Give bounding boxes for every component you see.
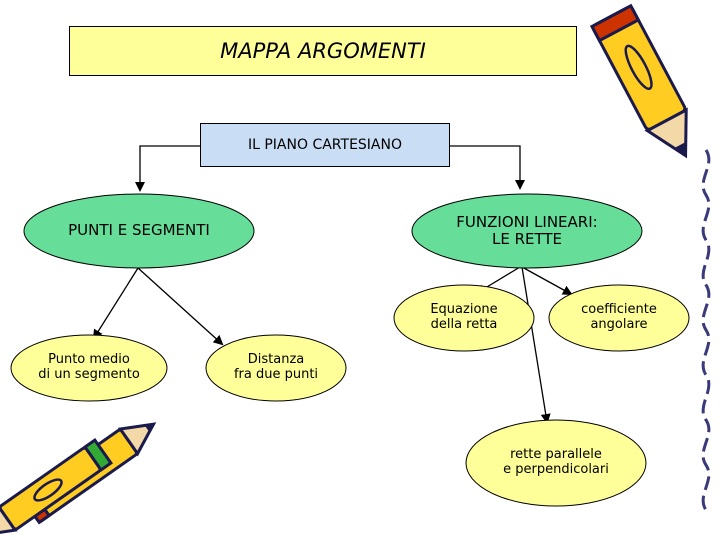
- root-node: IL PIANO CARTESIANO: [200, 123, 450, 167]
- root-to-right-arrow: [450, 145, 525, 190]
- right-to-parallel-arrow: [521, 266, 551, 424]
- pencils-icon: [0, 422, 157, 537]
- pencil-icon: [589, 3, 688, 159]
- leaf-midpoint-label: Punto medio di un segmento: [38, 352, 140, 382]
- leaf-distance-shape: [205, 334, 347, 402]
- leaf-parallel-label: rette parallele e perpendicolari: [503, 447, 609, 477]
- leaf-parallel-shape: [465, 419, 647, 507]
- leaf-distance-label: Distanza fra due punti: [233, 352, 319, 382]
- connectors: [92, 145, 573, 424]
- branch-left-shape: [23, 193, 255, 269]
- leaf-equation-label: Equazione della retta: [430, 302, 498, 332]
- left-to-midpoint-arrow: [92, 267, 139, 340]
- leaf-equation-shape: [393, 284, 535, 352]
- left-to-distance-arrow: [137, 267, 224, 346]
- wavy-border: [701, 149, 711, 511]
- leaf-slope-shape: [548, 284, 690, 352]
- root-to-left-arrow: [135, 145, 200, 192]
- branch-right-shape: [411, 193, 643, 269]
- map-title: MAPPA ARGOMENTI: [69, 26, 577, 76]
- leaf-slope-label: coefficiente angolare: [581, 302, 657, 332]
- branch-left-label: PUNTI E SEGMENTI: [68, 221, 210, 240]
- right-to-slope-arrow: [521, 266, 573, 295]
- branch-right-label: FUNZIONI LINEARI: LE RETTE: [456, 212, 598, 248]
- leaf-midpoint-shape: [10, 334, 168, 402]
